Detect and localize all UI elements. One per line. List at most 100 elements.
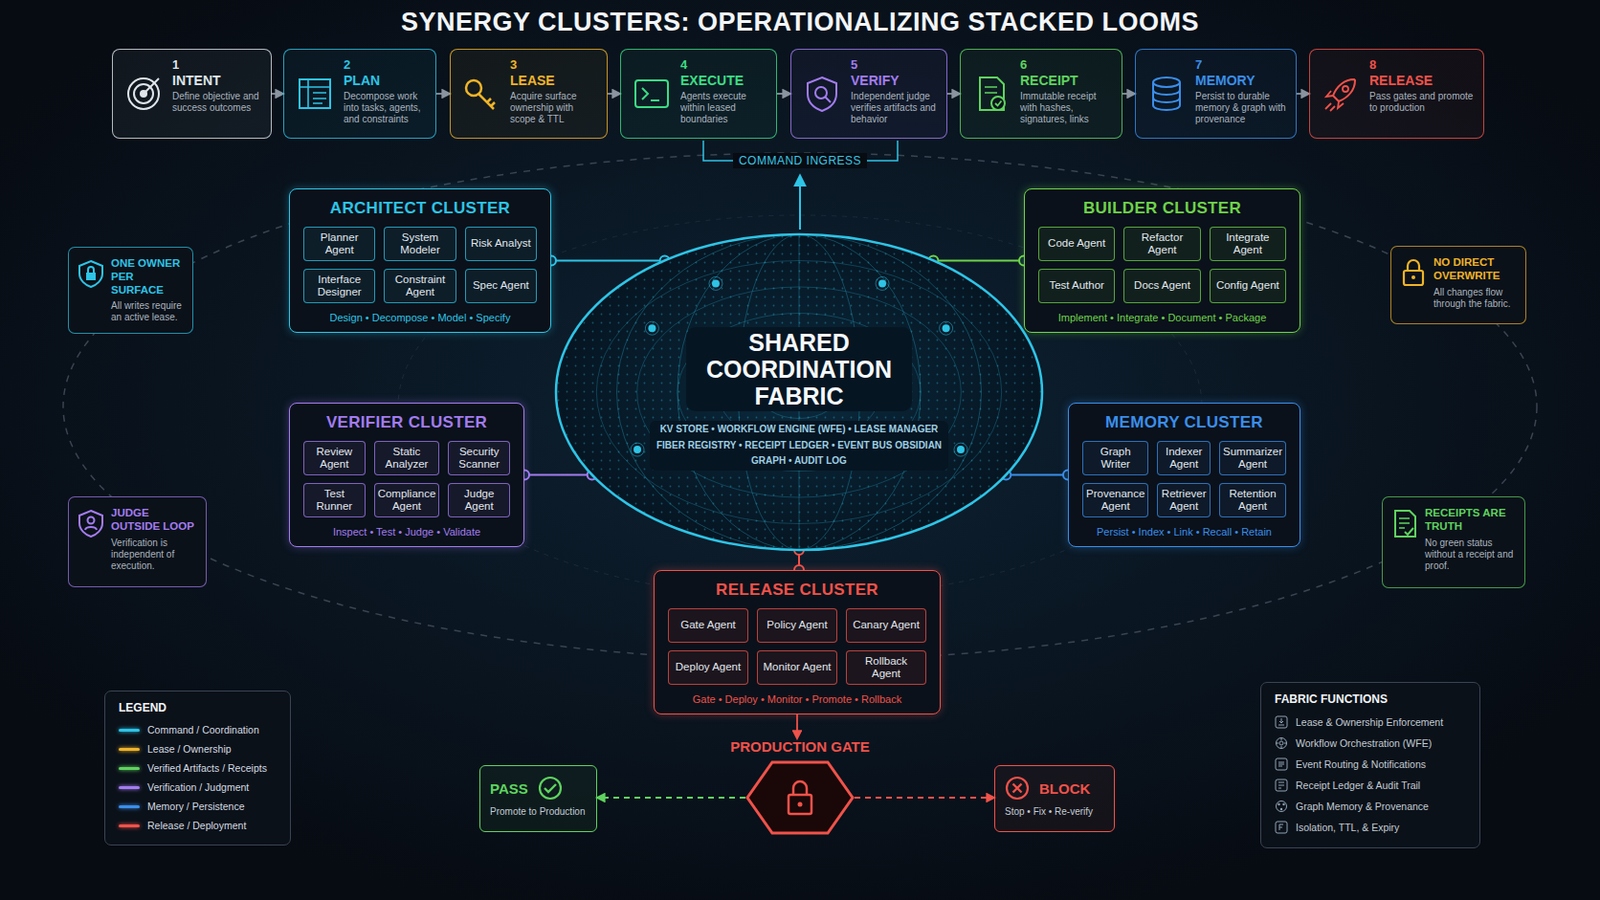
step-icon <box>462 74 501 113</box>
step-icon <box>802 74 842 113</box>
agent-cluster: ARCHITECT CLUSTERPlanner AgentSystem Mod… <box>288 188 552 334</box>
outcome-icon <box>1004 776 1030 801</box>
callout-title: NO DIRECT OVERWRITE <box>1433 256 1518 284</box>
agent-name: Refactor Agent <box>1127 231 1197 257</box>
outcome-row: BLOCK <box>1004 776 1105 801</box>
agent-box: Risk Analyst <box>465 226 537 262</box>
step-icon <box>1147 74 1186 113</box>
agent-name: Spec Agent <box>472 279 530 292</box>
agent-box: Config Agent <box>1209 268 1287 304</box>
legend-swatch <box>118 767 140 771</box>
process-step: 6RECEIPTImmutable receipt with hashes, s… <box>959 48 1123 139</box>
step-icon-art <box>124 74 163 113</box>
function-text: Workflow Orchestration (WFE) <box>1295 737 1432 750</box>
connector <box>1122 92 1135 95</box>
cluster-footer: Implement • Integrate • Document • Packa… <box>1038 311 1287 324</box>
legend-swatch <box>118 729 140 733</box>
function-text: Receipt Ledger & Audit Trail <box>1295 779 1421 792</box>
step-icon-art <box>802 74 842 113</box>
function-icon <box>1274 736 1289 751</box>
principle-callout: ONE OWNER PER SURFACEAll writes require … <box>67 246 194 334</box>
agent-grid: Gate AgentPolicy AgentCanary AgentDeploy… <box>667 608 927 686</box>
agent-name: Judge Agent <box>451 488 507 513</box>
function-icon <box>1274 778 1289 793</box>
callout-title: JUDGE OUTSIDE LOOP <box>111 507 199 534</box>
step-icon-art <box>632 74 671 113</box>
callout-icon <box>1391 509 1419 538</box>
step-title: INTENT <box>172 72 264 89</box>
agent-name: System Modeler <box>387 231 452 257</box>
callout-title: RECEIPTS ARE TRUTH <box>1424 507 1517 534</box>
agent-box: Gate Agent <box>667 608 749 644</box>
connector <box>933 260 1024 263</box>
gate-heading: PRODUCTION GATE <box>730 738 870 756</box>
outcome-row: PASS <box>489 776 587 801</box>
connector <box>1005 474 1068 477</box>
connector <box>796 714 799 739</box>
outer-loop <box>63 153 1537 661</box>
step-description: Immutable receipt with hashes, signature… <box>1020 90 1114 126</box>
connector <box>271 92 284 95</box>
agent-box: Review Agent <box>303 441 366 476</box>
function-icon-art <box>1274 736 1289 751</box>
agent-name: Indexer Agent <box>1160 445 1207 471</box>
outcome-title: BLOCK <box>1039 780 1090 798</box>
process-step: 2PLANDecompose work into tasks, agents, … <box>283 48 437 139</box>
process-step: 1INTENTDefine objective and success outc… <box>111 48 272 139</box>
agent-box: Spec Agent <box>465 268 537 304</box>
step-number: 6 <box>1020 57 1114 72</box>
function-icon-art <box>1274 778 1289 793</box>
agent-cluster: RELEASE CLUSTERGate AgentPolicy AgentCan… <box>653 570 941 715</box>
agent-box: Compliance Agent <box>374 483 441 518</box>
callout-icon <box>77 509 105 538</box>
function-icon-art <box>1274 800 1289 814</box>
agent-box: Code Agent <box>1038 226 1115 262</box>
legend-text: Release / Deployment <box>147 820 246 832</box>
outcome-body: Promote to Production <box>489 806 587 818</box>
function-text: Lease & Ownership Enforcement <box>1295 716 1444 729</box>
callout-title: ONE OWNER PER SURFACE <box>111 257 185 297</box>
step-title: LEASE <box>510 72 600 89</box>
legend-text: Lease / Ownership <box>147 743 232 756</box>
agent-box: Refactor Agent <box>1123 226 1200 262</box>
step-number: 5 <box>850 57 939 72</box>
agent-name: Constraint Agent <box>387 273 452 299</box>
agent-grid: Planner AgentSystem ModelerRisk AnalystI… <box>303 226 537 304</box>
process-step: 5VERIFYIndependent judge verifies artifa… <box>790 48 948 139</box>
step-description: Acquire surface ownership with scope & T… <box>510 90 600 126</box>
legend-entry: Memory / Persistence <box>118 797 277 817</box>
legend-panel: LEGENDCommand / CoordinationLease / Owne… <box>104 690 291 846</box>
connector <box>947 92 960 95</box>
step-number: 8 <box>1369 57 1476 72</box>
function-icon <box>1274 757 1289 772</box>
process-step: 3LEASEAcquire surface ownership with sco… <box>449 48 608 139</box>
legend-swatch <box>118 805 140 809</box>
agent-name: Planner Agent <box>307 231 372 257</box>
step-icon <box>632 74 671 113</box>
agent-name: Retriever Agent <box>1160 488 1207 513</box>
process-step: 8RELEASEPass gates and promote to produc… <box>1309 48 1485 139</box>
cluster-footer: Gate • Deploy • Monitor • Promote • Roll… <box>667 693 927 706</box>
agent-name: Graph Writer <box>1086 445 1145 471</box>
legend-swatch <box>118 748 140 752</box>
legend-entry: Command / Coordination <box>118 720 277 740</box>
agent-name: Review Agent <box>307 445 362 471</box>
outcome-icon <box>537 776 563 801</box>
step-icon <box>295 74 334 113</box>
step-title: PLAN <box>343 72 428 89</box>
agent-name: Policy Agent <box>766 619 827 632</box>
function-icon <box>1274 800 1289 814</box>
agent-box: Static Analyzer <box>374 441 441 476</box>
fabric-title: SHARED COORDINATION FABRIC <box>686 327 912 412</box>
function-item: Graph Memory & Provenance <box>1274 796 1467 818</box>
agent-name: Deploy Agent <box>675 661 741 674</box>
step-icon-art <box>972 74 1011 113</box>
agent-name: Docs Agent <box>1133 279 1191 292</box>
agent-grid: Graph WriterIndexer AgentSummarizer Agen… <box>1082 441 1287 518</box>
agent-box: Test Runner <box>303 483 366 518</box>
step-number: 2 <box>343 57 428 72</box>
agent-name: Compliance Agent <box>377 488 437 513</box>
function-text: Isolation, TTL, & Expiry <box>1295 822 1400 834</box>
step-icon-art <box>462 74 501 113</box>
